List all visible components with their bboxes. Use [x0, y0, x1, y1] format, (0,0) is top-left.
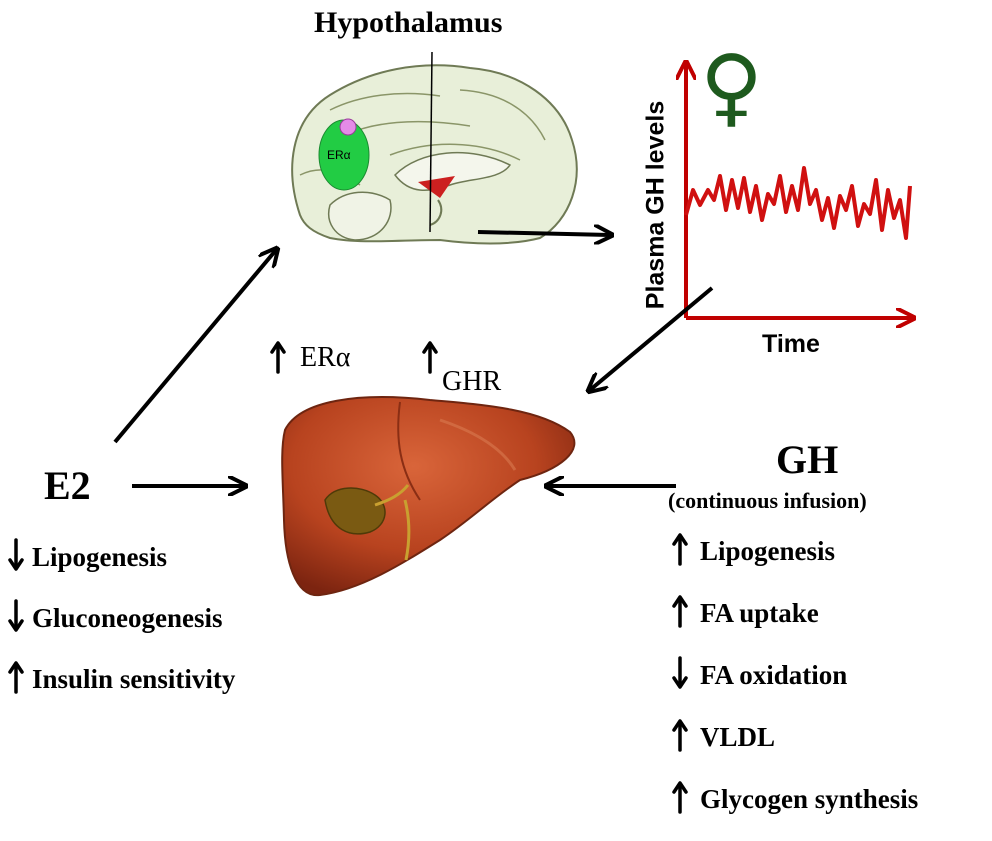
- gallbladder: [324, 487, 386, 535]
- e2-effects-list: Lipogenesis Gluconeogenesis Insulin sens…: [8, 538, 235, 721]
- effect-label: Gluconeogenesis: [32, 603, 223, 633]
- effect-row: Gluconeogenesis: [8, 599, 235, 660]
- down-arrow-icon: [8, 599, 24, 638]
- arrow-hypothalamus-to-profile: [477, 232, 610, 235]
- e2-label: E2: [44, 463, 91, 508]
- arrow-e2-to-hypothalamus: [113, 250, 276, 444]
- receptor-ghr: GHR: [422, 340, 501, 397]
- effect-label: Lipogenesis: [700, 536, 836, 566]
- down-arrow-icon: [672, 656, 688, 695]
- gh-profile-chart: [686, 64, 912, 318]
- up-arrow-icon: [422, 340, 438, 379]
- effect-label: FA uptake: [700, 598, 819, 628]
- effect-label: FA oxidation: [700, 660, 848, 690]
- liver-shape: [281, 396, 576, 597]
- up-arrow-icon: [8, 660, 24, 699]
- gh-pulse-trace: [684, 166, 912, 240]
- hypothalamus-title: Hypothalamus: [314, 6, 503, 39]
- effect-label: Insulin sensitivity: [32, 664, 236, 694]
- hypothalamus-region: [418, 176, 455, 198]
- effect-row: Glycogen synthesis: [672, 780, 918, 841]
- gh-effects-list: Lipogenesis FA uptake FA oxidation VLDL …: [672, 532, 918, 841]
- pathway-arrows: [113, 232, 714, 486]
- gh-label: GH: [776, 437, 839, 482]
- up-arrow-icon: [672, 532, 688, 571]
- x-axis-label: Time: [762, 330, 820, 358]
- up-arrow-icon: [270, 340, 286, 379]
- receptor-label: ERα: [300, 342, 351, 373]
- gh-note: (continuous infusion): [668, 488, 867, 513]
- era-nucleus-label: ERα: [327, 148, 351, 162]
- up-arrow-icon: [672, 718, 688, 757]
- up-arrow-icon: [672, 780, 688, 819]
- liver-illustration: [281, 396, 576, 597]
- female-symbol: ♀: [700, 37, 763, 137]
- receptor-era: ERα: [270, 340, 350, 379]
- effect-label: VLDL: [700, 722, 776, 752]
- brain-illustration: [291, 51, 578, 245]
- effect-row: Lipogenesis: [8, 538, 235, 599]
- effect-row: VLDL: [672, 718, 918, 780]
- effect-row: Insulin sensitivity: [8, 660, 235, 721]
- receptor-label: GHR: [442, 366, 502, 397]
- up-arrow-icon: [672, 594, 688, 633]
- effect-label: Lipogenesis: [32, 542, 168, 572]
- effect-label: Glycogen synthesis: [700, 784, 919, 814]
- effect-row: FA uptake: [672, 594, 918, 656]
- effect-row: Lipogenesis: [672, 532, 918, 594]
- arrow-profile-to-liver: [590, 286, 714, 390]
- effect-row: FA oxidation: [672, 656, 918, 718]
- y-axis-label: Plasma GH levels: [641, 100, 670, 310]
- down-arrow-icon: [8, 538, 24, 577]
